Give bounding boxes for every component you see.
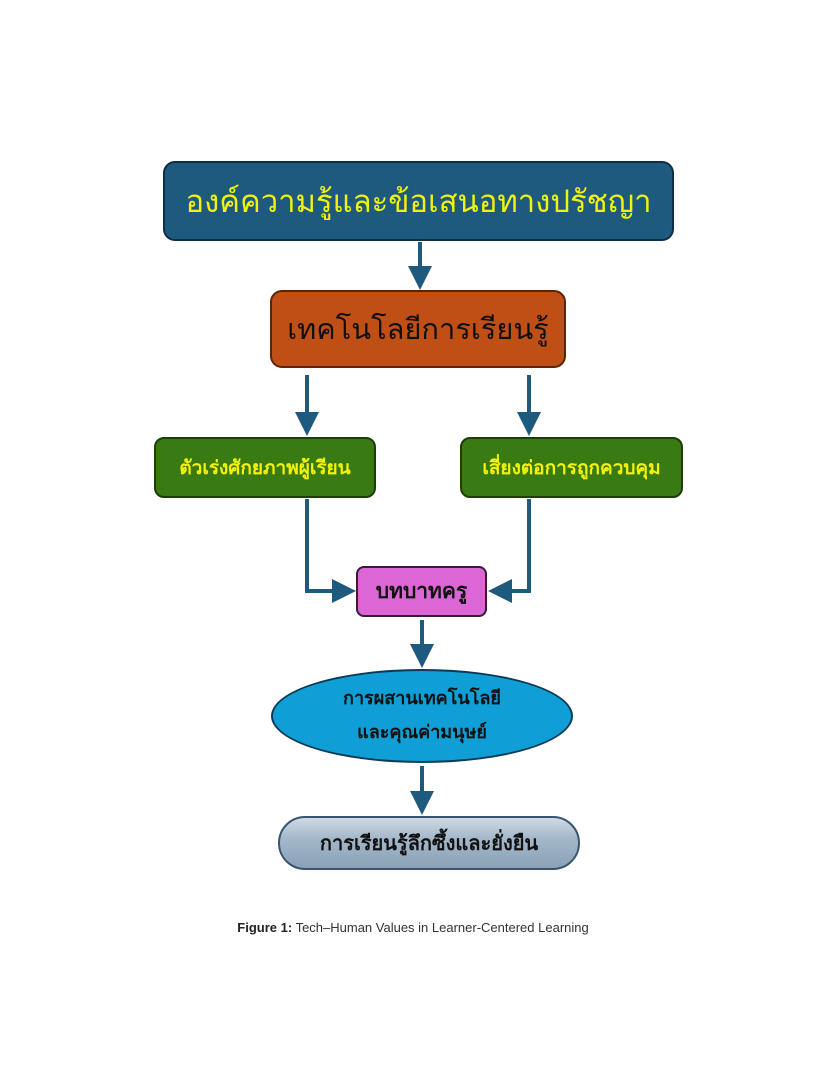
arrow-left-to-teacher	[305, 499, 356, 603]
node-learner-potential-accelerator: ตัวเร่งศักยภาพผู้เรียน	[154, 437, 376, 498]
arrow-right-to-teacher	[488, 499, 531, 603]
node-learner-potential-accelerator-label: ตัวเร่งศักยภาพผู้เรียน	[179, 456, 351, 479]
node-philosophical-knowledge: องค์ความรู้และข้อเสนอทางปรัชญา	[163, 161, 674, 241]
node-learning-technology: เทคโนโลยีการเรียนรู้	[270, 290, 566, 368]
node-learning-technology-label: เทคโนโลยีการเรียนรู้	[287, 312, 549, 346]
figure-caption: Figure 1: Tech–Human Values in Learner-C…	[0, 920, 826, 935]
node-deep-sustainable-learning: การเรียนรู้ลึกซึ้งและยั่งยืน	[278, 816, 580, 870]
node-tech-human-integration-line2: และคุณค่ามนุษย์	[357, 722, 487, 743]
node-risk-of-control: เสี่ยงต่อการถูกควบคุม	[460, 437, 683, 498]
node-teacher-role: บทบาทครู	[356, 566, 487, 617]
node-teacher-role-label: บทบาทครู	[375, 579, 468, 603]
node-tech-human-integration-line1: การผสานเทคโนโลยี	[343, 688, 501, 709]
figure-caption-label: Figure 1:	[237, 920, 293, 935]
node-philosophical-knowledge-label: องค์ความรู้และข้อเสนอทางปรัชญา	[185, 184, 652, 220]
node-tech-human-integration: การผสานเทคโนโลยี และคุณค่ามนุษย์	[271, 669, 573, 763]
node-deep-sustainable-learning-label: การเรียนรู้ลึกซึ้งและยั่งยืน	[319, 831, 539, 855]
node-risk-of-control-label: เสี่ยงต่อการถูกควบคุม	[482, 456, 661, 479]
figure-caption-text: Tech–Human Values in Learner-Centered Le…	[295, 920, 589, 935]
